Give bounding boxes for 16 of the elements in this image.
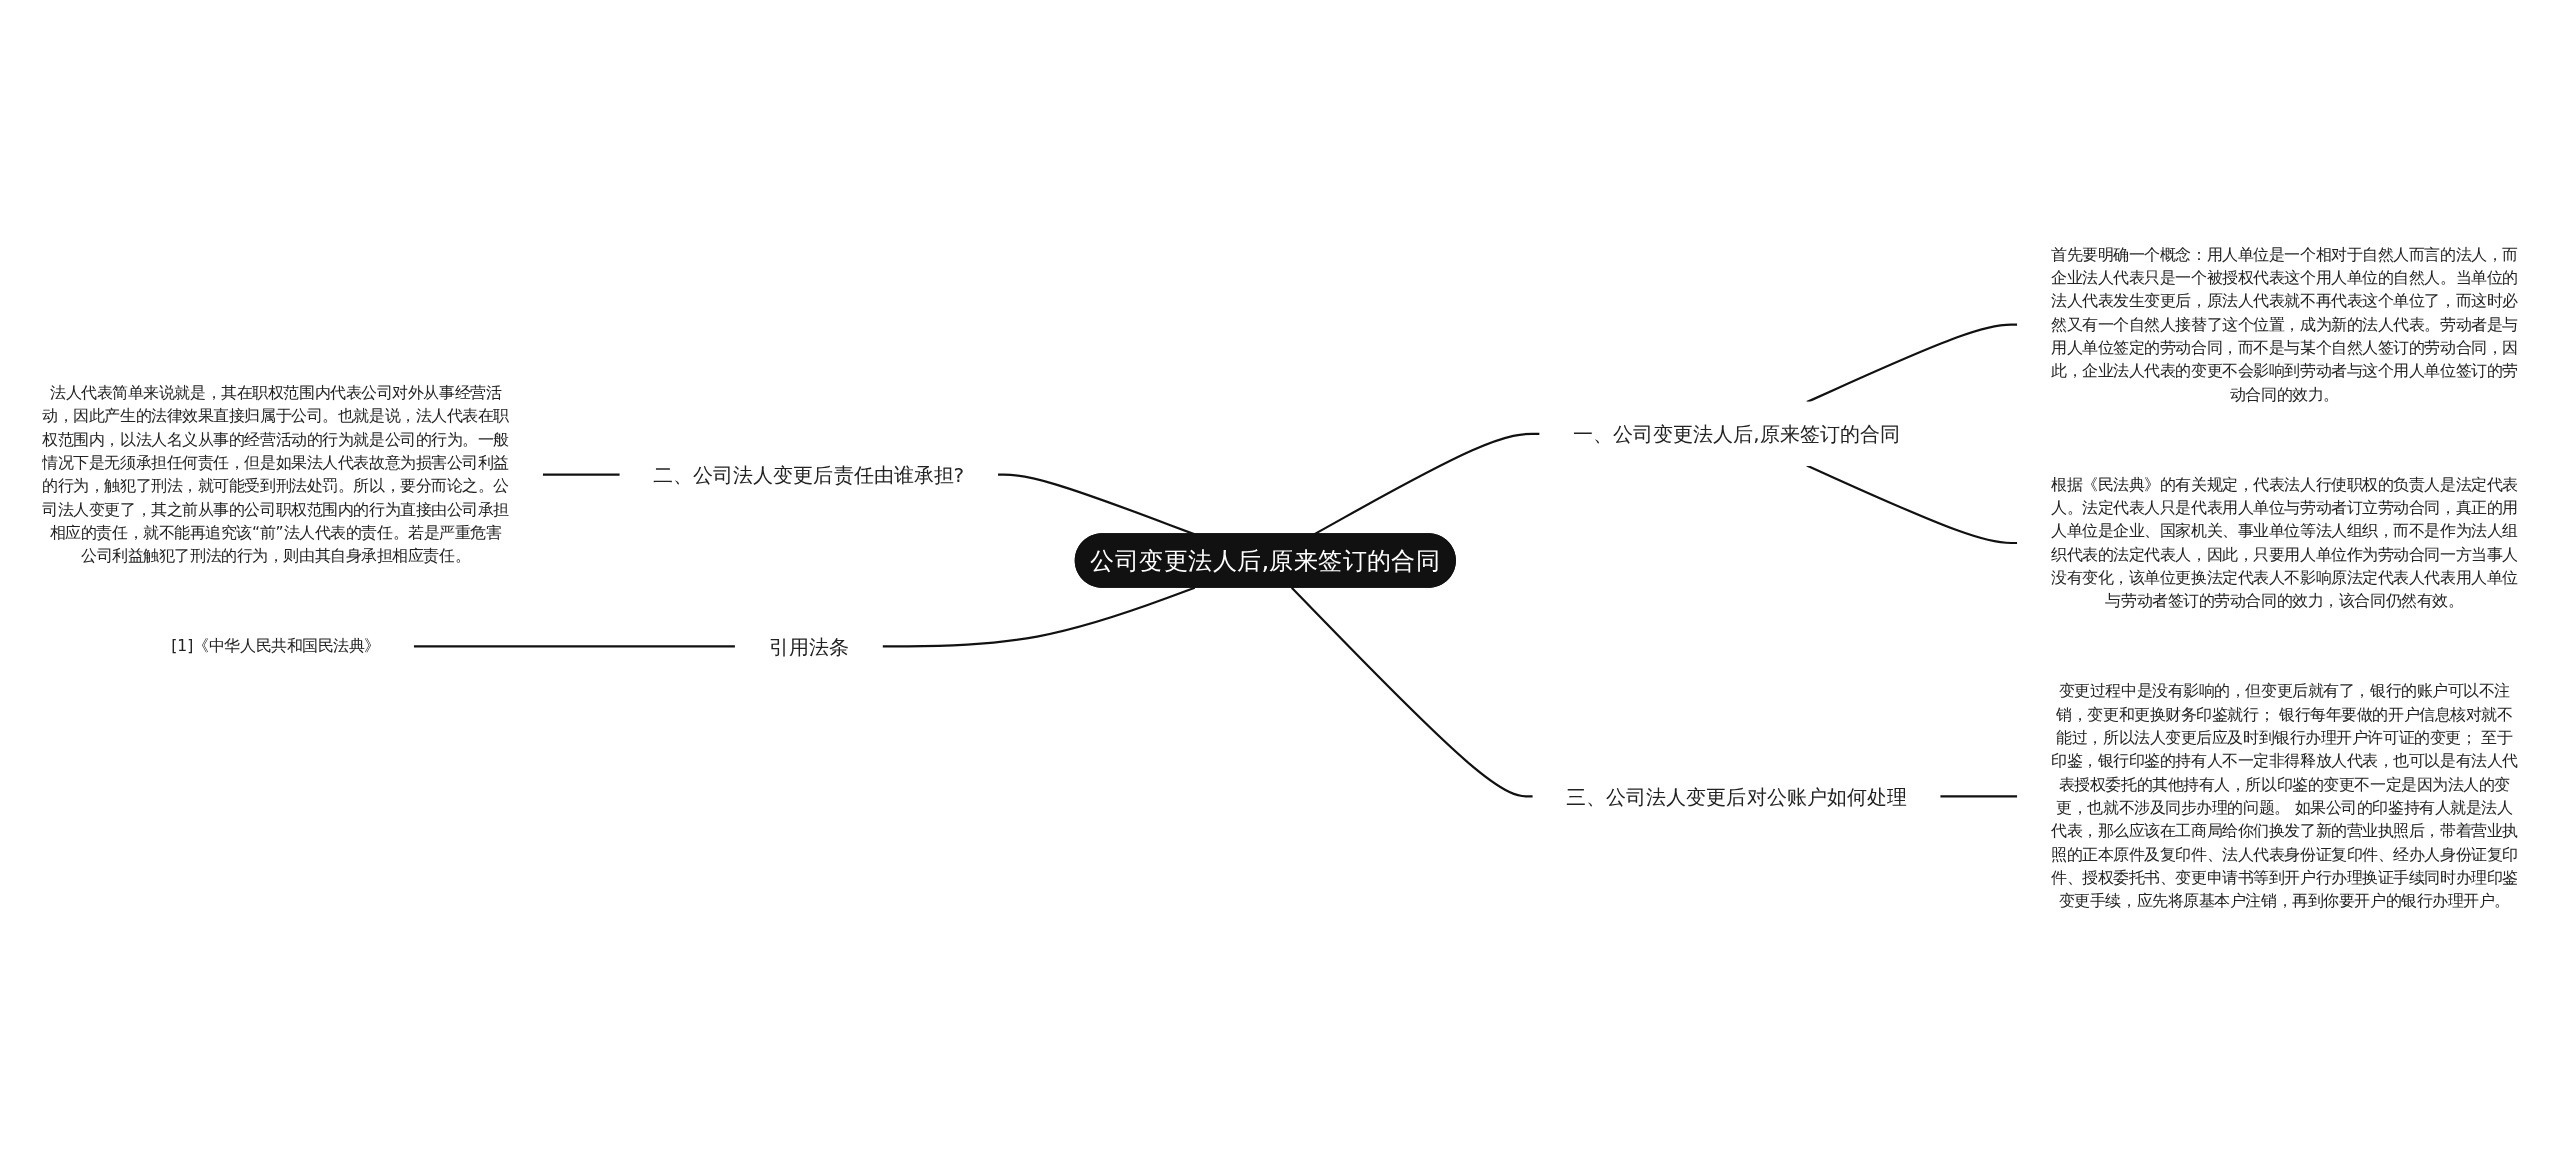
node-text: 二、公司法人变更后责任由谁承担?: [653, 462, 965, 487]
node-text: 一、公司变更法人后,原来签订的合同: [1573, 422, 1900, 446]
connector: [413, 645, 736, 648]
node-text: [1]《中华人民共和国民法典》: [171, 636, 380, 655]
node-text: 变更过程中是没有影响的，但变更后就有了，银行的账户可以不注销，变更和更换财务印鉴就行； 银行每年要做的开户信息核对就不能过，所以法人变更后应及时到银行办理开户许可证的变更； 至于印鉴，银行印鉴的持有人不一定非得释放人代表，也可以是有法人代表授权委托的其他持有人，所以印鉴的变更不一定是因为法人的变更，也就不涉及同步办理的问题。 如果公司的印鉴持有人就是法人代表，那么应该在工商局给你们换发了新的营业执照后，带着营业执照的正本原件及复印件、法人代表身份证复印件、经办人身份证复印件、授权委托书、变更申请书等到开户行办理换证手续同时办理印鉴变更手续，应先将原基本户注销，再到你要开户的银行办理开户。: [2051, 681, 2518, 910]
node-text: 三、公司法人变更后对公账户如何处理: [1566, 784, 1907, 809]
node-text: 根据《民法典》的有关规定，代表法人行使职权的负责人是法定代表人。法定代表人只是代表用人单位与劳动者订立劳动合同，真正的用人单位是企业、国家机关、事业单位等法人组织，而不是作为法人组织代表的法定代表人，因此，只要用人单位作为劳动合同一方当事人没有变化，该单位更换法定代表人不影响原法定代表人代表用人单位与劳动者签订的劳动合同的效力，该合同仍然有效。: [2051, 475, 2518, 610]
node-text: 法人代表简单来说就是，其在职权范围内代表公司对外从事经营活动，因此产生的法律效果直接归属于公司。也就是说，法人代表在职权范围内，以法人名义从事的经营活动的行为就是公司的行为。一般情况下是无须承担任何责任，但是如果法人代表故意为损害公司利益的行为，触犯了刑法，就可能受到刑法处罚。所以，要分而论之。公司法人变更了，其之前从事的公司职权范围内的行为直接由公司承担相应的责任，就不能再追究该“前”法人代表的责任。若是严重危害公司利益触犯了刑法的行为，则由其自身承担相应责任。: [42, 383, 509, 565]
connector: [1939, 795, 2018, 798]
connector: [1806, 323, 2018, 404]
node-text: 首先要明确一个概念：用人单位是一个相对于自然人而言的法人，而企业法人代表只是一个被授权代表这个用人单位的自然人。当单位的法人代表发生变更后，原法人代表就不再代表这个单位了，而这时必然又有一个自然人接替了这个位置，成为新的法人代表。劳动者是与用人单位签定的劳动合同，而不是与某个自然人签订的劳动合同，因此，企业法人代表的变更不会影响到劳动者与这个用人单位签订的劳动合同的效力。: [2051, 245, 2518, 403]
connector: [1806, 464, 2018, 545]
connector: [1290, 586, 1534, 798]
node-text: 引用法条: [768, 634, 849, 659]
connector: [882, 586, 1196, 648]
connector: [542, 473, 621, 476]
